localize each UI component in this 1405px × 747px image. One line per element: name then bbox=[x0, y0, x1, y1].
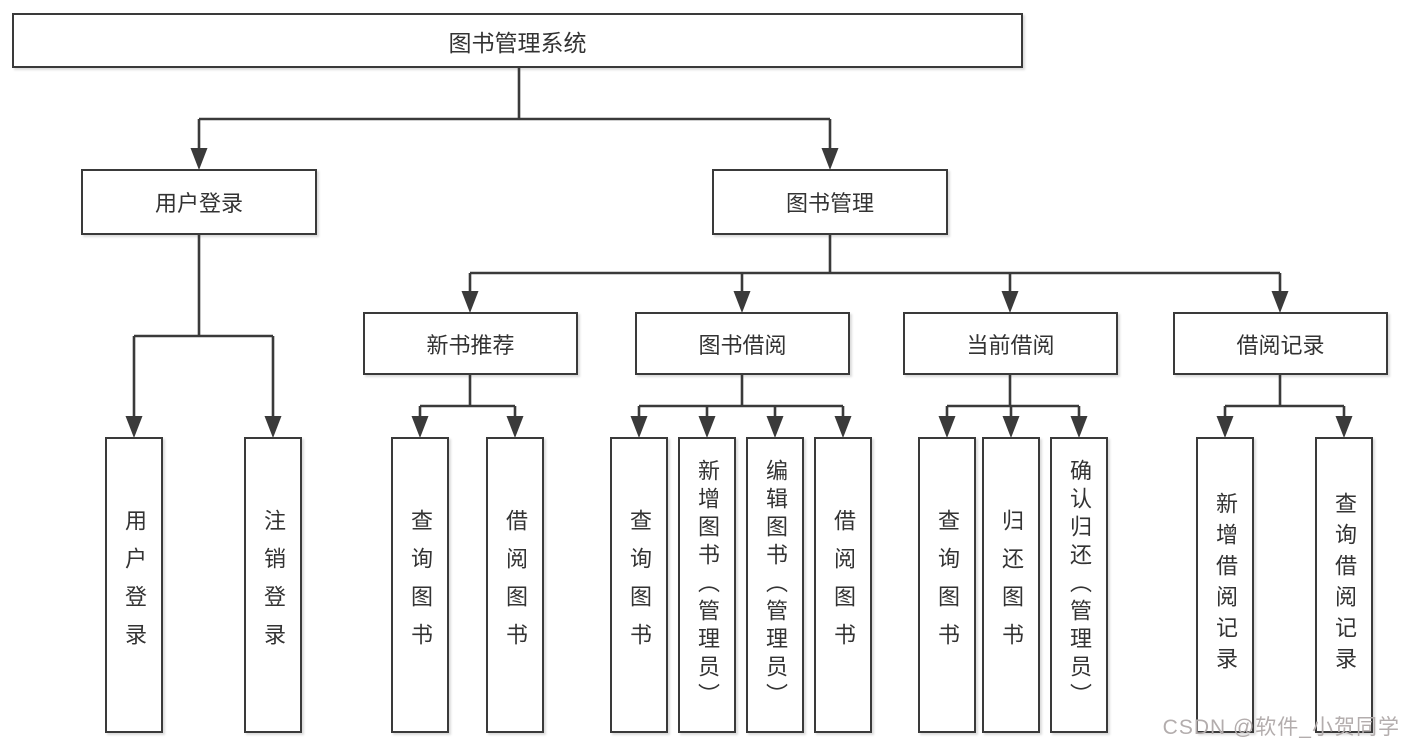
tree-edges bbox=[132, 68, 1346, 418]
leaf-confirm-return-admin: 确认归还（管理员） bbox=[1050, 437, 1108, 733]
leaf-logout: 注销登录 bbox=[244, 437, 302, 733]
node-book-management: 图书管理 bbox=[712, 169, 948, 235]
leaf-query-borrow-record: 查询借阅记录 bbox=[1315, 437, 1373, 733]
arrowheads bbox=[125, 148, 1353, 438]
leaf-query-books-current: 查询图书 bbox=[918, 437, 976, 733]
node-book-borrowing: 图书借阅 bbox=[635, 312, 850, 375]
node-new-book-recommendation: 新书推荐 bbox=[363, 312, 578, 375]
node-library-management-system: 图书管理系统 bbox=[12, 13, 1023, 68]
node-borrowing-records: 借阅记录 bbox=[1173, 312, 1388, 375]
leaf-return-books: 归还图书 bbox=[982, 437, 1040, 733]
leaf-user-login: 用户登录 bbox=[105, 437, 163, 733]
leaf-borrow-books-recommend: 借阅图书 bbox=[486, 437, 544, 733]
leaf-query-books-borrow: 查询图书 bbox=[610, 437, 668, 733]
leaf-edit-book-admin: 编辑图书（管理员） bbox=[746, 437, 804, 733]
leaf-query-books-recommend: 查询图书 bbox=[391, 437, 449, 733]
leaf-add-borrow-record: 新增借阅记录 bbox=[1196, 437, 1254, 733]
csdn-watermark: CSDN @软件_小贺同学 bbox=[1162, 716, 1400, 739]
leaf-add-book-admin: 新增图书（管理员） bbox=[678, 437, 736, 733]
node-user-login: 用户登录 bbox=[81, 169, 317, 235]
leaf-borrow-books: 借阅图书 bbox=[814, 437, 872, 733]
node-current-borrowing: 当前借阅 bbox=[903, 312, 1118, 375]
